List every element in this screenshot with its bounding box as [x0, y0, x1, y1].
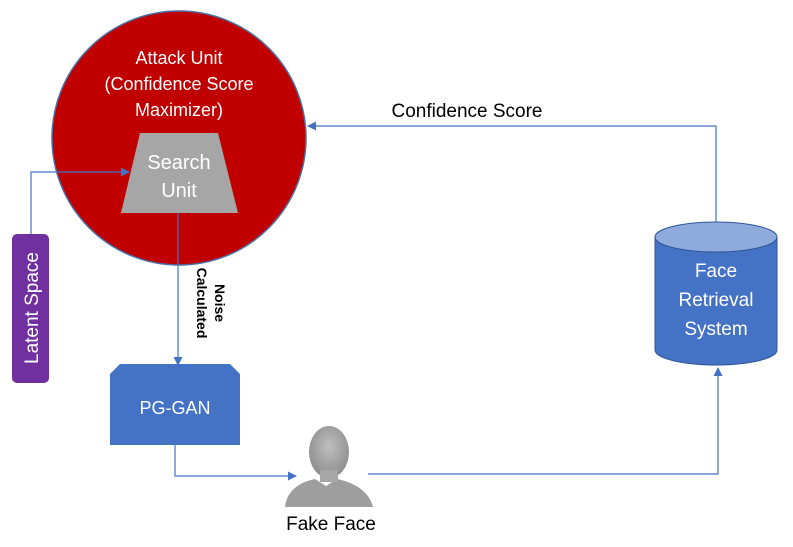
- latent-space-label: Latent Space: [22, 252, 43, 364]
- attack-unit-title-line1: Attack Unit: [135, 48, 222, 68]
- pg-gan-box: [110, 364, 240, 445]
- search-unit-label-line1: Search: [147, 152, 210, 174]
- person-body: [285, 479, 373, 507]
- confidence-score-label: Confidence Score: [391, 101, 542, 122]
- retrieval-label-line1: Face: [695, 261, 737, 282]
- search-unit-label-line2: Unit: [161, 180, 197, 202]
- person-neck: [320, 470, 338, 482]
- retrieval-cylinder-body: [655, 237, 777, 365]
- latent-space: Latent Space: [12, 234, 49, 383]
- latent-space-box: [12, 234, 49, 383]
- calculated-noise-line1: Calculated: [194, 268, 210, 339]
- attack-unit-title-line2: (Confidence Score: [104, 74, 253, 94]
- latent-to-search-arrow: [30, 167, 130, 234]
- face-retrieval-system: Face Retrieval System: [654, 221, 778, 366]
- calculated-noise-line2: Noise: [212, 284, 228, 322]
- person-silhouette-icon: [285, 426, 373, 507]
- pg-gan: PG-GAN: [110, 364, 240, 445]
- pg-gan-label: PG-GAN: [139, 398, 210, 418]
- retrieval-cylinder-top: [654, 221, 778, 253]
- search-unit-trapezoid: [121, 133, 238, 213]
- retrieval-label-line3: System: [684, 319, 747, 340]
- retrieval-label-line2: Retrieval: [679, 290, 754, 311]
- attack-unit-title-line3: Maximizer): [135, 100, 223, 120]
- person-head: [309, 426, 349, 478]
- search-unit: Search Unit: [121, 133, 238, 213]
- retrieval-cylinder-outline: [654, 237, 778, 366]
- fake-face-label: Fake Face: [286, 514, 376, 535]
- calculated-noise-label: Calculated Noise: [194, 268, 228, 339]
- retrieval-to-attack-arrow: [307, 121, 717, 222]
- pggan-to-face-arrow: [174, 445, 297, 481]
- face-to-retrieval-arrow: [368, 367, 723, 475]
